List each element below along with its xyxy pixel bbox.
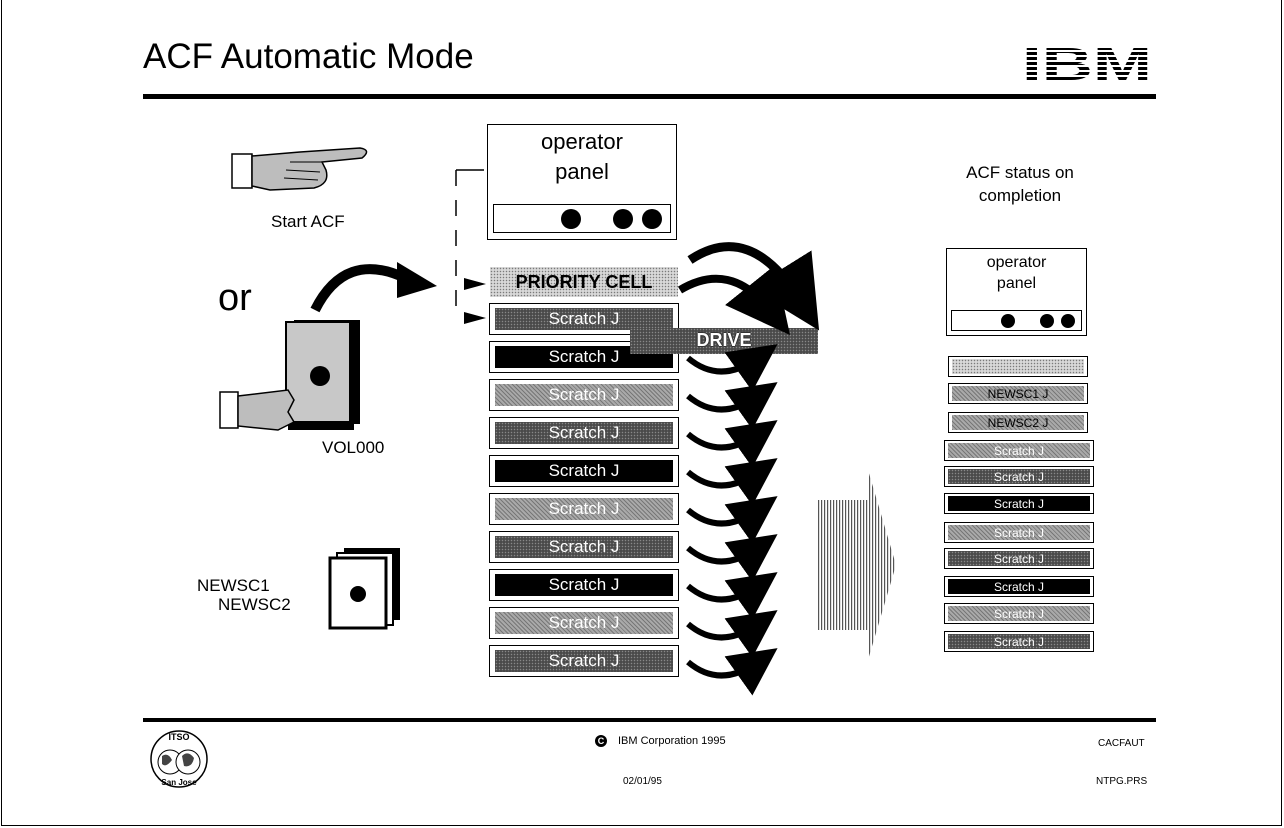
big-right-arrow-icon — [818, 470, 896, 660]
footer-date: 02/01/95 — [623, 776, 662, 787]
start-acf-label: Start ACF — [271, 212, 345, 231]
panel-light-3 — [642, 209, 662, 229]
magazine-cell-label: Scratch J — [495, 384, 673, 406]
magazine-cell: Scratch J — [489, 455, 679, 487]
or-label: or — [218, 277, 252, 319]
status-panel-lights — [951, 310, 1082, 331]
newsc1-label: NEWSC1 — [197, 576, 270, 595]
panel-light-1 — [561, 209, 581, 229]
magazine-cell: Scratch J — [489, 531, 679, 563]
status-heading-line1: ACF status on — [966, 163, 1074, 182]
magazine-cell: Scratch J — [489, 645, 679, 677]
status-cell: Scratch J — [944, 603, 1094, 624]
panel-light-2 — [613, 209, 633, 229]
footer-code: CACFAUT — [1098, 738, 1145, 749]
magazine-cell-label: Scratch J — [495, 308, 673, 330]
status-panel-line1: operator — [986, 254, 1047, 271]
status-panel-light-3 — [1061, 314, 1075, 328]
magazine-cell-label: Scratch J — [495, 422, 673, 444]
magazine-cell-label: Scratch J — [495, 612, 673, 634]
status-cell: NEWSC1 J — [948, 383, 1088, 404]
magazine-cell: Scratch J — [489, 569, 679, 601]
status-cell-label: NEWSC2 J — [952, 415, 1084, 430]
operator-panel-title-line1: operator — [541, 129, 623, 154]
status-panel-light-2 — [1040, 314, 1054, 328]
operator-panel-title-line2: panel — [555, 159, 609, 184]
magazine-cell: Scratch J — [489, 607, 679, 639]
status-cell-label — [952, 359, 1084, 374]
status-cell: Scratch J — [944, 548, 1094, 569]
status-cell-label: Scratch J — [948, 579, 1090, 594]
magazine-cell-label: Scratch J — [495, 498, 673, 520]
title-rule — [143, 94, 1156, 99]
status-cell-label: Scratch J — [948, 443, 1090, 458]
status-operator-panel: operator panel — [946, 248, 1087, 336]
status-cell-label: Scratch J — [948, 634, 1090, 649]
magazine-cell-label: Scratch J — [495, 460, 673, 482]
cartridge-hand-icon — [219, 320, 360, 431]
status-cell: Scratch J — [944, 440, 1094, 461]
magazine-cell: Scratch J — [489, 417, 679, 449]
status-cell: Scratch J — [944, 631, 1094, 652]
ibm-logo: IBM — [1022, 38, 1152, 90]
priority-cell-label: PRIORITY CELL — [490, 267, 678, 297]
newsc2-label: NEWSC2 — [218, 595, 291, 614]
status-cell: Scratch J — [944, 493, 1094, 514]
magazine-cell-label: Scratch J — [495, 574, 673, 596]
status-heading-line2: completion — [978, 186, 1062, 205]
status-cell-label: Scratch J — [948, 469, 1090, 484]
ibm-logo-text: IBM — [1022, 38, 1152, 90]
footer-rule — [143, 718, 1156, 722]
footer-file: NTPG.PRS — [1096, 776, 1148, 787]
pointing-hand-icon — [231, 147, 368, 191]
status-cell-label: NEWSC1 J — [952, 386, 1084, 401]
status-panel-light-1 — [1001, 314, 1015, 328]
dashed-connector — [455, 169, 486, 324]
magazine-cell: Scratch J — [489, 493, 679, 525]
magazine-cell-label: Scratch J — [495, 346, 673, 368]
status-cell-label: Scratch J — [948, 525, 1090, 540]
status-cell-label: Scratch J — [948, 551, 1090, 566]
copyright-icon: C — [595, 735, 607, 747]
magazine-cell-label: Scratch J — [495, 650, 673, 672]
itso-logo-bottom: San Jose — [161, 778, 197, 787]
priority-cell: PRIORITY CELL — [490, 267, 678, 297]
status-cell — [948, 356, 1088, 377]
status-cell-label: Scratch J — [948, 496, 1090, 511]
arc-arrow — [677, 265, 791, 335]
itso-logo-top: ITSO — [168, 732, 189, 742]
operator-panel: operator panel — [487, 124, 677, 240]
status-cell: NEWSC2 J — [948, 412, 1088, 433]
copyright-text: IBM Corporation 1995 — [618, 735, 726, 747]
status-cell: Scratch J — [944, 576, 1094, 597]
status-cell-label: Scratch J — [948, 606, 1090, 621]
status-cell: Scratch J — [944, 466, 1094, 487]
stacked-cartridges-icon — [328, 548, 400, 630]
cell-drive-arrows — [677, 242, 820, 696]
magazine-cell-label: Scratch J — [495, 536, 673, 558]
status-panel-line2: panel — [996, 275, 1037, 292]
curved-arrow-icon — [310, 262, 437, 313]
arc-arrow — [687, 242, 820, 331]
status-cell: Scratch J — [944, 522, 1094, 543]
operator-panel-lights — [493, 204, 671, 233]
magazine-cell: Scratch J — [489, 379, 679, 411]
vol000-label: VOL000 — [322, 438, 385, 457]
slide-title: ACF Automatic Mode — [143, 37, 474, 76]
itso-globe-logo: ITSO San Jose — [150, 730, 208, 788]
